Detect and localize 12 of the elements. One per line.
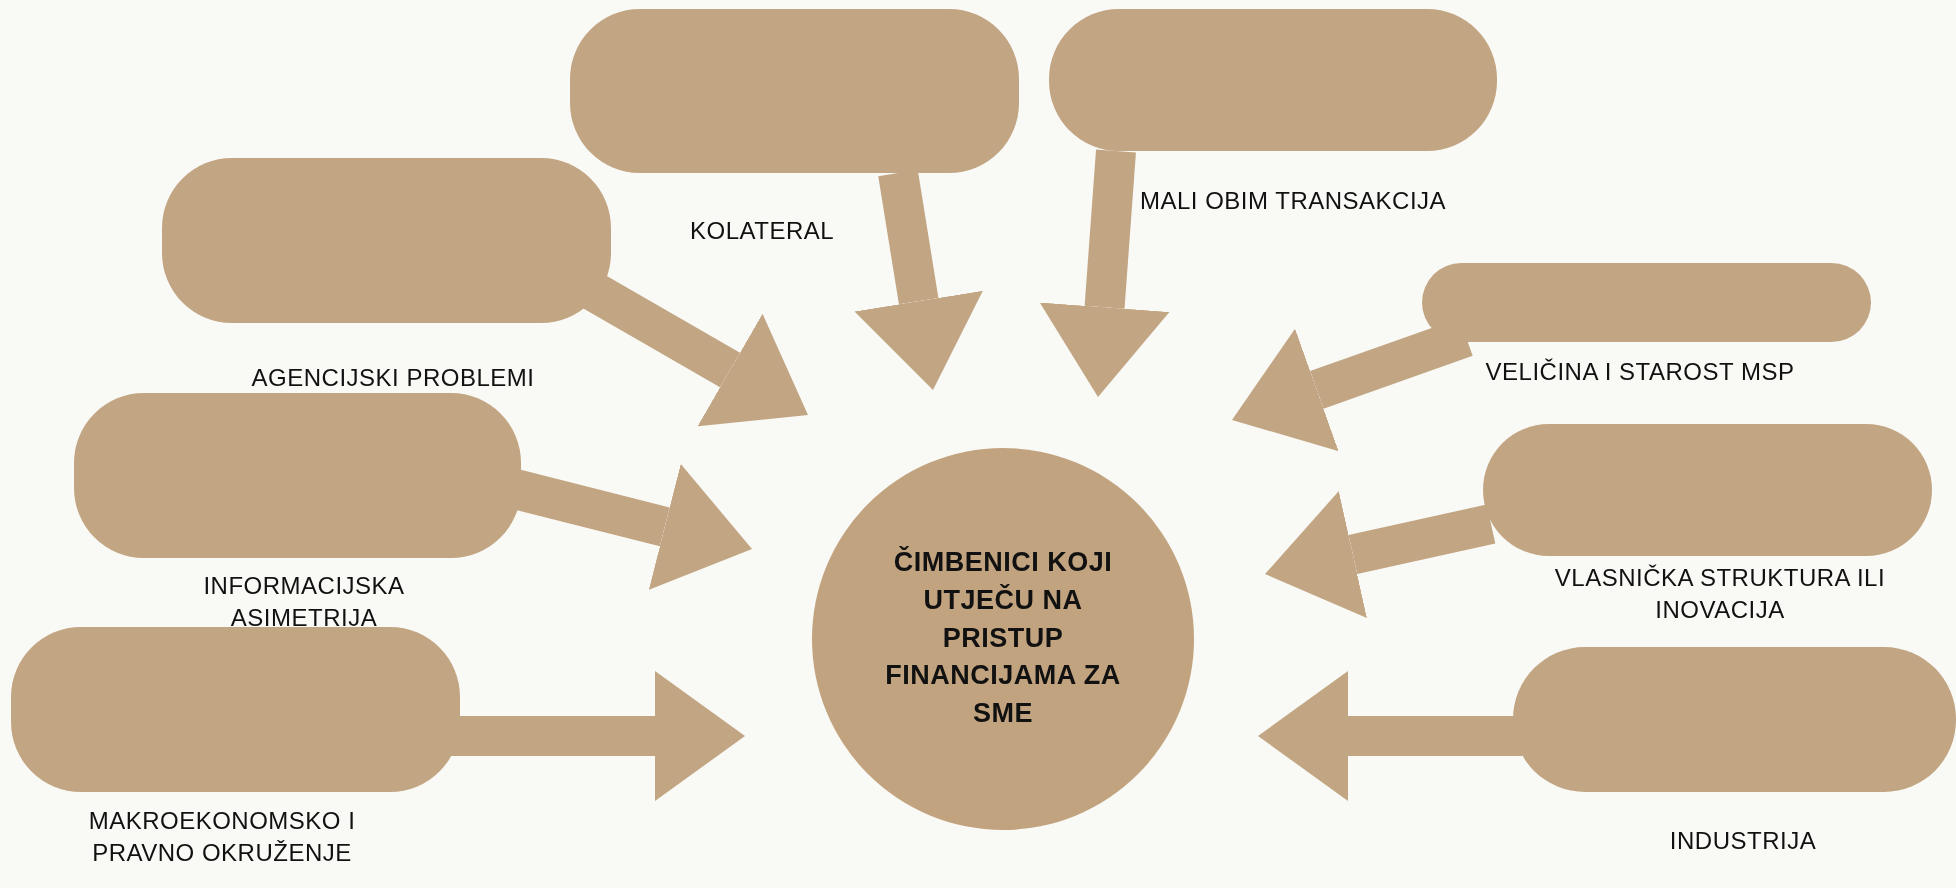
arrow xyxy=(1258,671,1522,801)
factor-label: VLASNIČKA STRUKTURA ILI INOVACIJA xyxy=(1553,563,1887,626)
factor-label: MALI OBIM TRANSAKCIJA xyxy=(1140,186,1448,216)
center-title: ČIMBENICI KOJI UTJEČU NA PRISTUP FINANCIJAMA ZA SME xyxy=(884,545,1122,731)
factor-label: INFORMACIJSKA ASIMETRIJA xyxy=(202,571,406,634)
arrow xyxy=(1265,491,1496,618)
factor-label: MAKROEKONOMSKO I PRAVNO OKRUŽENJE xyxy=(87,806,357,869)
factor-label: AGENCIJSKI PROBLEMI xyxy=(250,363,536,393)
factor-label: KOLATERAL xyxy=(690,216,836,246)
factor-label: INDUSTRIJA xyxy=(1668,826,1818,856)
factor-label: VELIČINA I STAROST MSP xyxy=(1484,357,1796,387)
arrow xyxy=(1039,149,1170,397)
